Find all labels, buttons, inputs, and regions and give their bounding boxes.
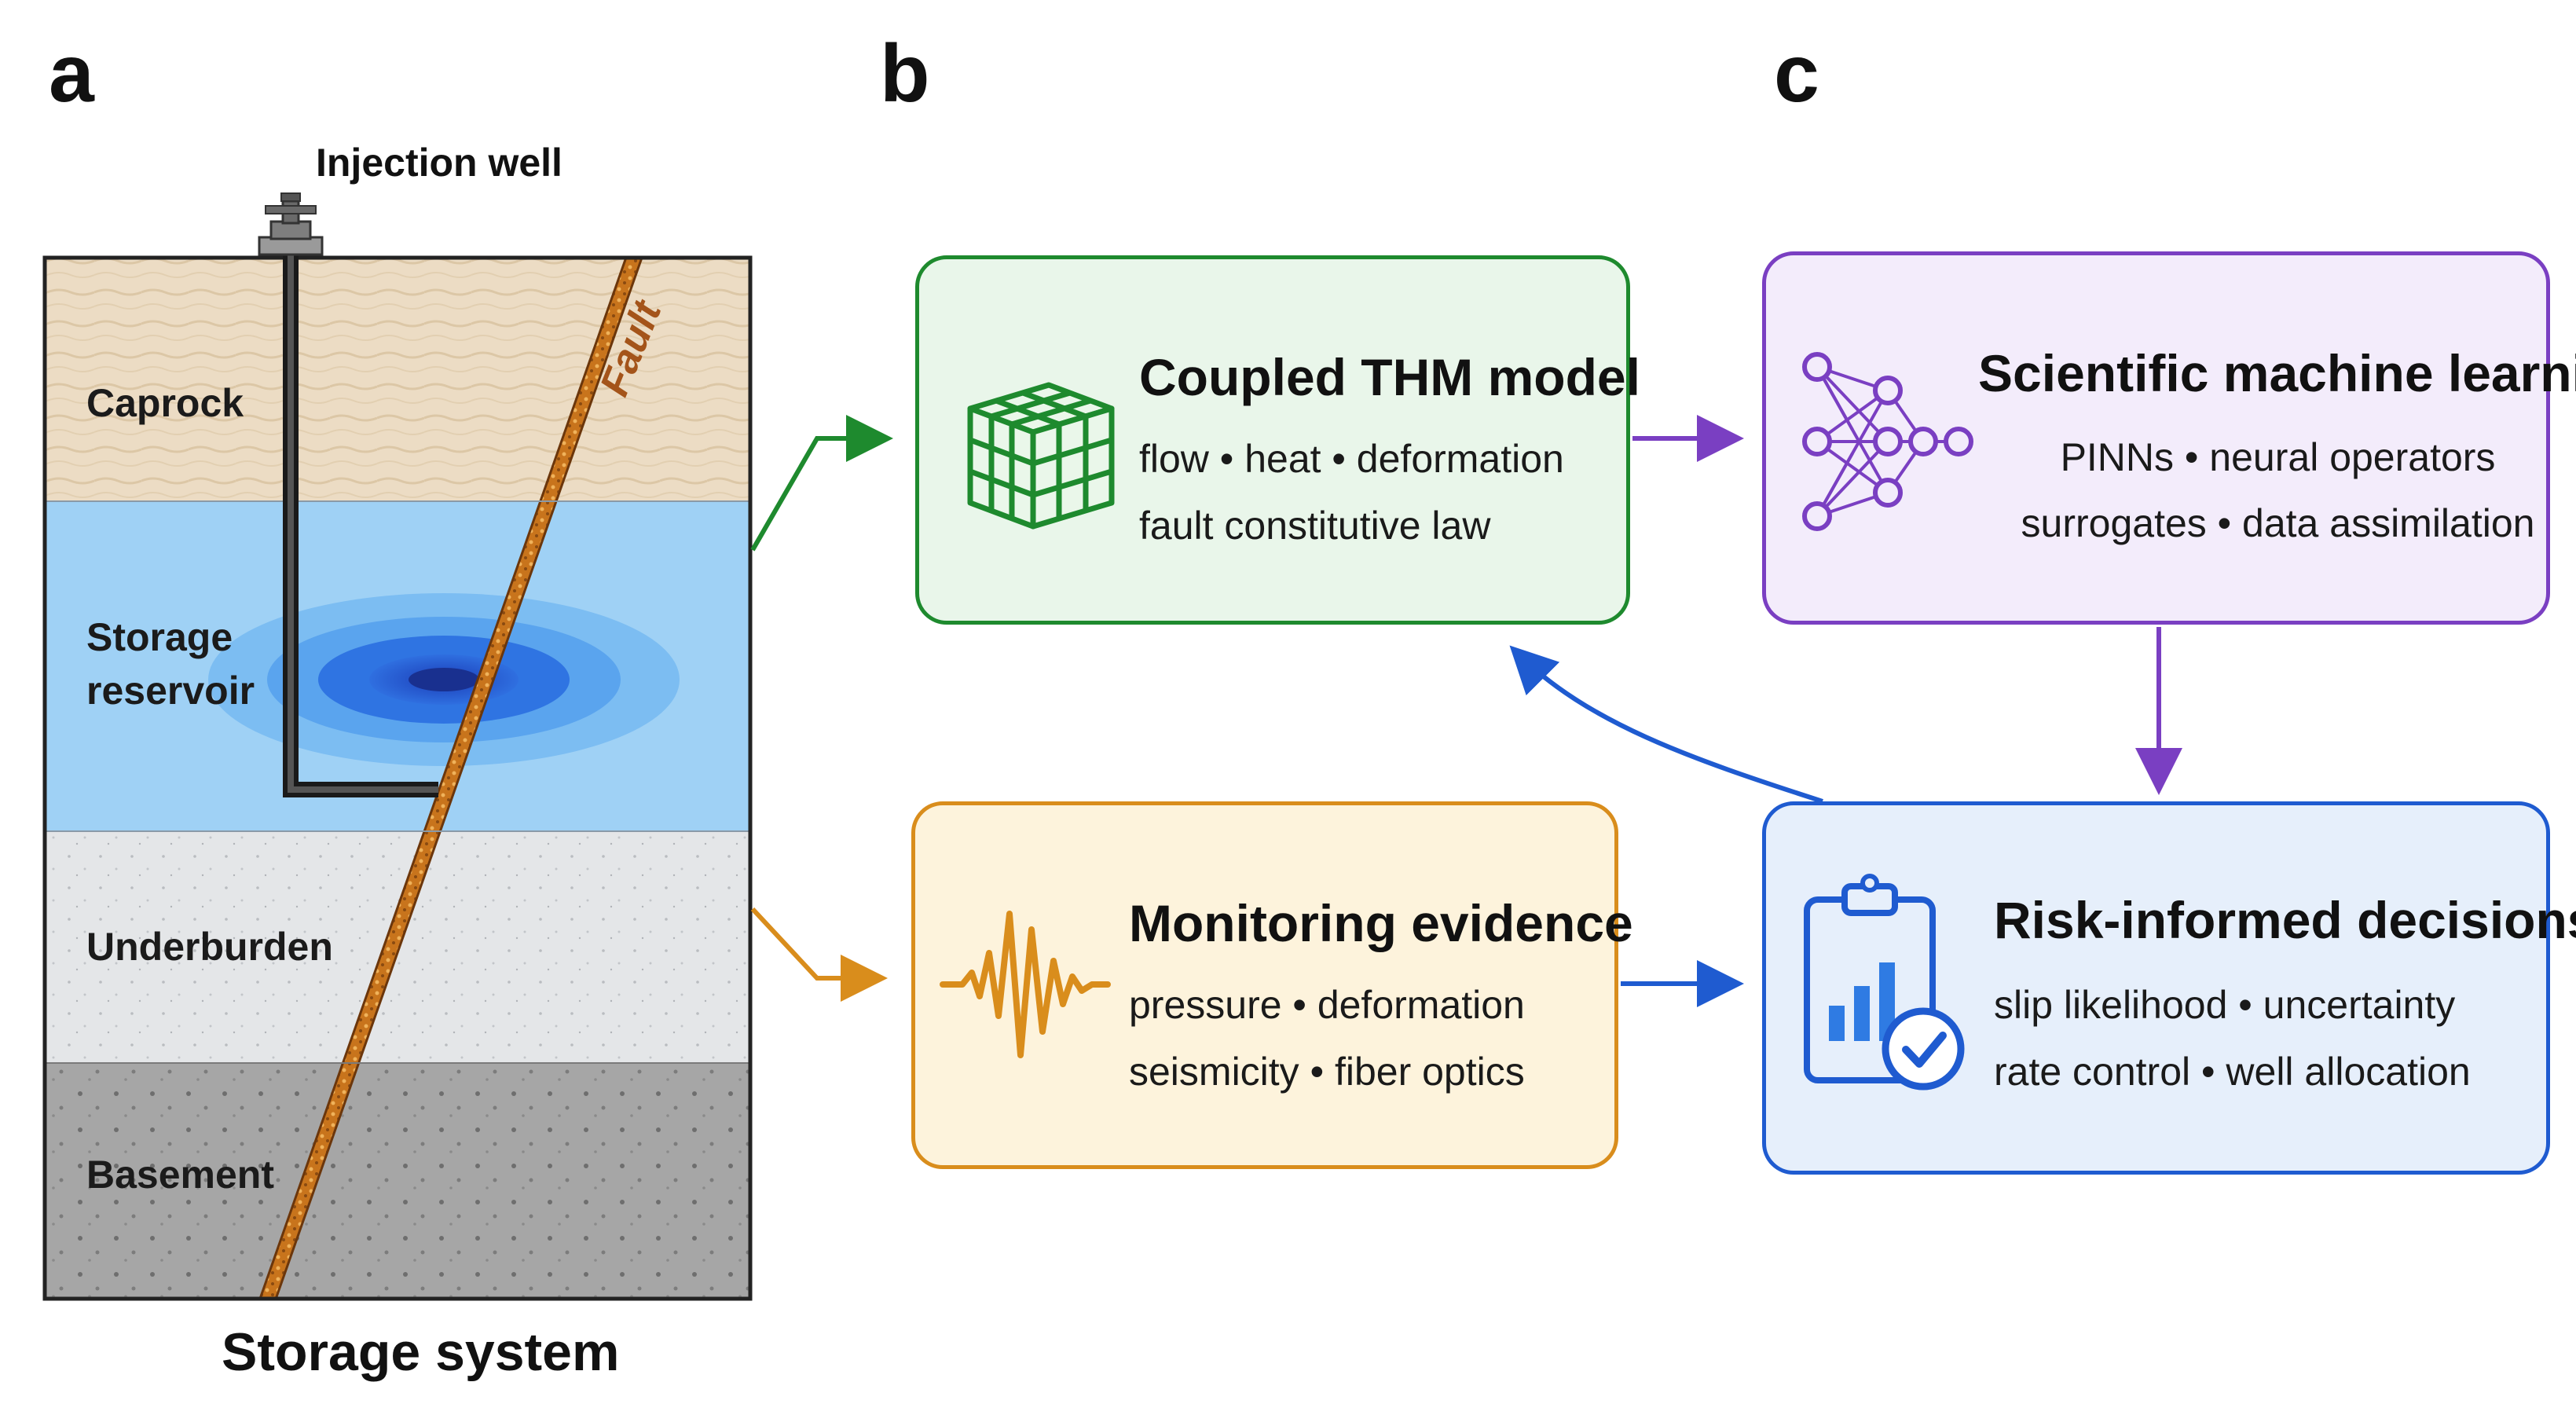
monitoring-line2: seismicity • fiber optics [1129, 1050, 1525, 1094]
monitoring-line1: pressure • deformation [1129, 983, 1525, 1027]
sciml-line1: PINNs • neural operators [2060, 435, 2496, 479]
arrow-risk-to-thm-feedback [1509, 645, 1823, 804]
sciml-line2: surrogates • data assimilation [2021, 501, 2535, 545]
sciml-box: Scientific machine learning PINNs • neur… [1762, 251, 2576, 625]
caprock-label: Caprock [86, 381, 244, 425]
storage-system-caption: Storage system [222, 1322, 620, 1382]
sciml-line2-wrap: surrogates • data assimilation [1766, 500, 2546, 546]
thm-line1: flow • heat • deformation [1139, 437, 1564, 481]
risk-title: Risk-informed decisions [1994, 891, 2576, 949]
clipboard-chart-icon [1804, 874, 1965, 1091]
panel-letter-a: a [49, 28, 94, 119]
cube-grid-icon [967, 382, 1115, 530]
panel-letter-b: b [880, 28, 930, 119]
thm-title: Coupled THM model [1139, 348, 1640, 406]
thm-line2: fault constitutive law [1139, 504, 1491, 548]
basement-layer [45, 1063, 750, 1299]
waveform-icon [940, 911, 1111, 1058]
thm-model-box: Coupled THM model flow • heat • deformat… [915, 255, 1640, 625]
pressure-plume [208, 593, 680, 766]
monitoring-box: Monitoring evidence pressure • deformati… [911, 801, 1633, 1169]
risk-line2: rate control • well allocation [1994, 1050, 2471, 1094]
neural-network-icon [1802, 352, 1973, 531]
injection-well [258, 192, 438, 797]
basement-label: Basement [86, 1153, 274, 1197]
sciml-line1-wrap: PINNs • neural operators [1766, 434, 2546, 480]
risk-box: Risk-informed decisions slip likelihood … [1762, 801, 2576, 1175]
reservoir-label-line2: reservoir [86, 669, 255, 713]
injection-well-label: Injection well [316, 141, 562, 185]
monitoring-title: Monitoring evidence [1129, 894, 1633, 952]
sciml-title: Scientific machine learning [1978, 344, 2576, 402]
caprock-layer [45, 258, 750, 501]
arrow-storage-to-monitoring [750, 907, 888, 1002]
underburden-label: Underburden [86, 925, 333, 969]
arrow-storage-to-thm [750, 415, 893, 552]
reservoir-label-line1: Storage [86, 615, 233, 659]
risk-line1: slip likelihood • uncertainty [1994, 983, 2456, 1027]
panel-letter-c: c [1774, 28, 1819, 119]
